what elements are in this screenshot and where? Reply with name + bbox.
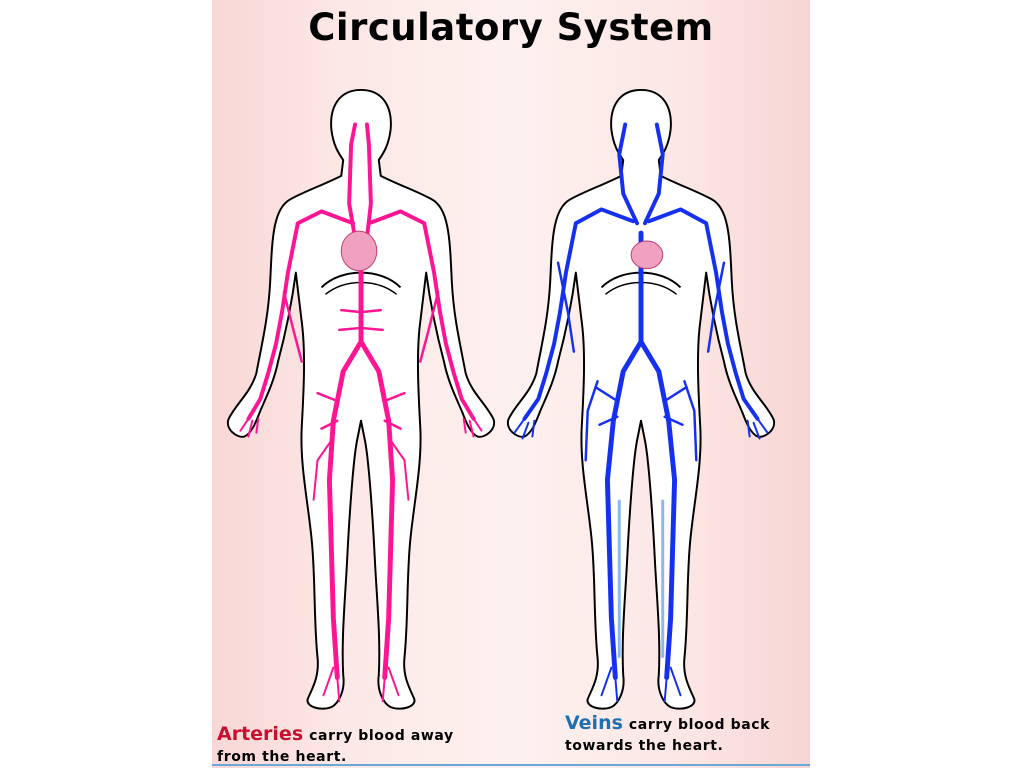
- heart-icon: [341, 231, 377, 271]
- arteries-text-line1: carry blood away: [309, 728, 454, 744]
- veins-caption: Veins carry blood back towards the heart.: [565, 713, 815, 757]
- arteries-text-line2: from the heart.: [217, 749, 347, 765]
- veins-text-line1: carry blood back: [629, 717, 770, 733]
- veins-body-figure: [502, 85, 780, 717]
- heart-icon: [631, 241, 663, 269]
- arteries-caption: Arteries carry blood away from the heart.: [217, 724, 497, 768]
- arteries-body-figure: [222, 85, 500, 717]
- arteries-keyword: Arteries: [217, 723, 303, 745]
- veins-keyword: Veins: [565, 712, 623, 734]
- body-outline: [508, 90, 774, 709]
- body-outline: [228, 90, 494, 709]
- slide-title: Circulatory System: [212, 6, 810, 49]
- veins-text-line2: towards the heart.: [565, 738, 723, 754]
